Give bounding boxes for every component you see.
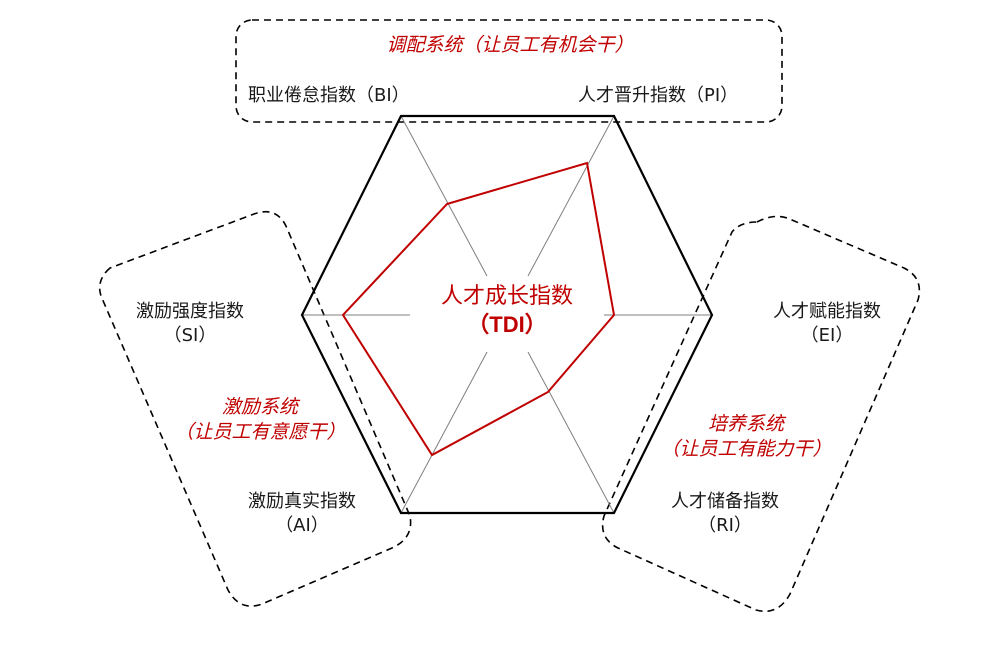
- axis-label-ei-name: 人才赋能指数: [773, 301, 881, 322]
- tdi-data-polygon: [341, 161, 616, 457]
- radar-spokes: [302, 115, 712, 514]
- axis-label-ri-abbr: （RI）: [698, 515, 752, 536]
- radar-hexagon-frame: [300, 114, 714, 515]
- incentive-system-label: 激励系统 （让员工有意愿干）: [150, 395, 370, 445]
- axis-label-ri-name: 人才储备指数: [671, 491, 779, 512]
- allocation-system-label: 调配系统（让员工有机会干）: [386, 34, 634, 56]
- axis-label-bi: 职业倦怠指数（BI）: [248, 85, 410, 106]
- axis-label-ai-name: 激励真实指数: [248, 491, 356, 512]
- axis-label-si-name: 激励强度指数: [136, 301, 244, 322]
- incentive-system-subtitle: （让员工有意愿干）: [174, 421, 346, 443]
- axis-label-si-abbr: （SI）: [163, 325, 217, 346]
- center-title-abbr: （TDI）: [467, 312, 547, 337]
- axis-label-ri: 人才储备指数 （RI）: [655, 490, 795, 538]
- cultivation-system-title: 培养系统: [707, 413, 784, 435]
- center-title-text: 人才成长指数: [440, 284, 573, 309]
- center-title: 人才成长指数 （TDI）: [417, 283, 597, 339]
- axis-label-ai-abbr: （AI）: [275, 515, 329, 536]
- axis-label-si: 激励强度指数 （SI）: [120, 300, 260, 348]
- axis-label-ei: 人才赋能指数 （EI）: [757, 300, 897, 348]
- axis-label-ei-abbr: （EI）: [800, 325, 854, 346]
- axis-label-pi: 人才晋升指数（PI）: [578, 85, 739, 106]
- cultivation-system-subtitle: （让员工有能力干）: [660, 438, 832, 460]
- cultivation-system-label: 培养系统 （让员工有能力干）: [636, 412, 856, 462]
- axis-label-ai: 激励真实指数 （AI）: [232, 490, 372, 538]
- cultivation-group-box: [601, 215, 921, 613]
- allocation-group-box: [235, 19, 783, 123]
- incentive-group-box: [98, 210, 412, 607]
- incentive-system-title: 激励系统: [221, 396, 298, 418]
